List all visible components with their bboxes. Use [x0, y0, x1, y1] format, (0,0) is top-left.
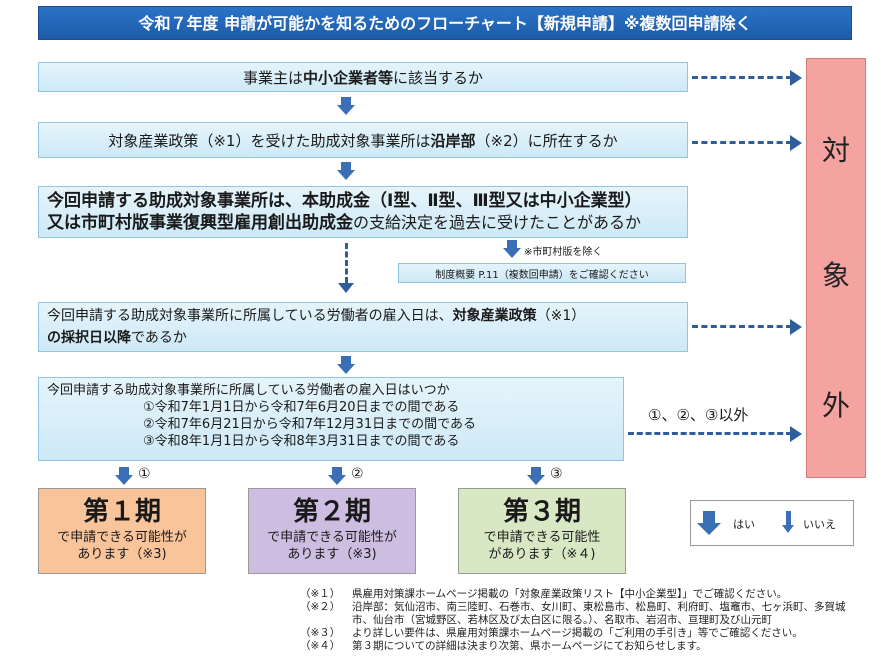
q5-option-1: ①令和7年1月1日から令和7年6月20日までの間である: [143, 400, 460, 415]
q5-option-3: ③令和8年1月1日から令和8年3月31日までの間である: [143, 434, 460, 449]
legend-no-arrowhead: [782, 525, 794, 533]
dashed-arrowhead-q2: [790, 135, 802, 151]
period-1-title: 第１期: [82, 497, 161, 527]
legend-yes-arrow: [703, 511, 715, 523]
branch-marker-1: ①: [138, 466, 151, 482]
out-of-scope-box: 対 象 外: [806, 58, 866, 478]
footnote-1: （※１）県雇用対策課ホームページ掲載の「対象産業政策リスト【中小企業型】」でご確…: [300, 588, 788, 600]
q4-mid: （※1）: [536, 308, 586, 324]
out-char-3: 外: [821, 389, 850, 422]
out-char-1: 対: [821, 134, 850, 167]
legend-yes-label: はい: [733, 518, 755, 531]
period-2-title: 第２期: [292, 497, 371, 527]
q2-pre: 対象産業政策（※1）を受けた助成対象事業所は: [108, 131, 431, 150]
q3-reference-text: 制度概要 P.11（複数回申請）をご確認ください: [435, 269, 649, 281]
period-1-line1: で申請できる可能性が: [57, 530, 187, 545]
period-3-line1: で申請できる可能性: [483, 530, 601, 545]
period-3-title: 第３期: [502, 497, 581, 527]
period-2-line2: あります（※3): [287, 547, 377, 562]
footnotes: （※１）県雇用対策課ホームページ掲載の「対象産業政策リスト【中小企業型】」でご確…: [300, 588, 885, 653]
period-box-2: 第２期 で申請できる可能性が あります（※3): [248, 488, 416, 574]
q5-line0: 今回申請する助成対象事業所に所属している労働者の雇入日はいつか: [47, 383, 450, 398]
q3-side-note: ※市町村版を除く: [524, 247, 603, 258]
q3-line2-post: の支給決定を過去に受けたことがあるか: [353, 213, 642, 232]
dashed-arrowhead-q3-no: [338, 283, 354, 293]
out-char-2: 象: [821, 259, 850, 292]
q4-bold2: の採択日以降: [47, 330, 131, 346]
chart-title: 令和７年度 申請が可能かを知るためのフローチャート【新規申請】※複数回申請除く: [38, 6, 852, 40]
q4-bold1: 対象産業政策: [452, 308, 537, 324]
period-2-line1: で申請できる可能性が: [267, 530, 397, 545]
dashed-arrowhead-q1: [790, 70, 802, 86]
question-3: 今回申請する助成対象事業所は、本助成金（Ⅰ型、Ⅱ型、Ⅲ型又は中小企業型） 又は市…: [38, 186, 688, 238]
q3-line2-bold: 又は市町村版事業復興型雇用創出助成金: [47, 213, 353, 233]
q1-pre: 事業主は: [242, 68, 303, 87]
footnote-3: （※３）より詳しい要件は、県雇用対策課ホームページ掲載の「ご利用の手引き」等でご…: [300, 627, 803, 639]
q1-post: に該当するか: [393, 68, 484, 87]
legend-yes-arrowhead: [697, 523, 721, 535]
q4-pre: 今回申請する助成対象事業所に所属している労働者の雇入日は、: [47, 308, 453, 324]
question-5: 今回申請する助成対象事業所に所属している労働者の雇入日はいつか ①令和7年1月1…: [38, 377, 624, 461]
branch-marker-3: ③: [550, 466, 563, 482]
q2-bold: 沿岸部: [430, 131, 476, 150]
dashed-arrow-q2: [692, 141, 792, 144]
legend-no-label: いいえ: [803, 518, 836, 531]
q1-bold: 中小企業者等: [302, 68, 393, 87]
dashed-arrowhead-q4: [790, 319, 802, 335]
period-3-line2: があります（※４): [488, 547, 596, 562]
q3-line1: 今回申請する助成対象事業所は、本助成金（Ⅰ型、Ⅱ型、Ⅲ型又は中小企業型）: [47, 191, 642, 211]
footnote-2-cont: 市、仙台市（宮城野区、若林区及び太白区に限る。）、名取市、岩沼市、亘理町及び山元…: [352, 614, 772, 626]
period-box-1: 第１期 で申請できる可能性が あります（※3): [38, 488, 206, 574]
legend-no-arrow: [786, 511, 791, 525]
legend-box: はい いいえ: [690, 500, 854, 546]
footnote-2: （※２）沿岸部：気仙沼市、南三陸町、石巻市、女川町、東松島市、松島町、利府町、塩…: [300, 601, 846, 613]
period-1-line2: あります（※3): [77, 547, 167, 562]
question-1: 事業主は中小企業者等に該当するか: [38, 62, 688, 92]
q2-post: （※2）に所在するか: [475, 131, 618, 150]
dashed-arrow-q4: [692, 325, 792, 328]
footnote-4: （※４）第３期についての詳細は決まり次第、県ホームページにてお知らせします。: [300, 640, 707, 652]
dashed-arrowhead-q5: [790, 426, 802, 442]
dashed-arrow-q5: [628, 432, 792, 435]
q3-reference-box: 制度概要 P.11（複数回申請）をご確認ください: [398, 263, 686, 283]
dashed-arrow-q3-no: [345, 243, 348, 283]
branch-marker-2: ②: [351, 466, 364, 482]
period-box-3: 第３期 で申請できる可能性 があります（※４): [458, 488, 626, 574]
dashed-arrow-q1: [692, 76, 792, 79]
other-label: ①、②、③以外: [648, 406, 749, 424]
question-2: 対象産業政策（※1）を受けた助成対象事業所は沿岸部（※2）に所在するか: [38, 122, 688, 158]
question-4: 今回申請する助成対象事業所に所属している労働者の雇入日は、対象産業政策（※1） …: [38, 302, 688, 352]
q5-option-2: ②令和7年6月21日から令和7年12月31日までの間である: [143, 417, 476, 432]
q4-post: であるか: [131, 330, 187, 346]
